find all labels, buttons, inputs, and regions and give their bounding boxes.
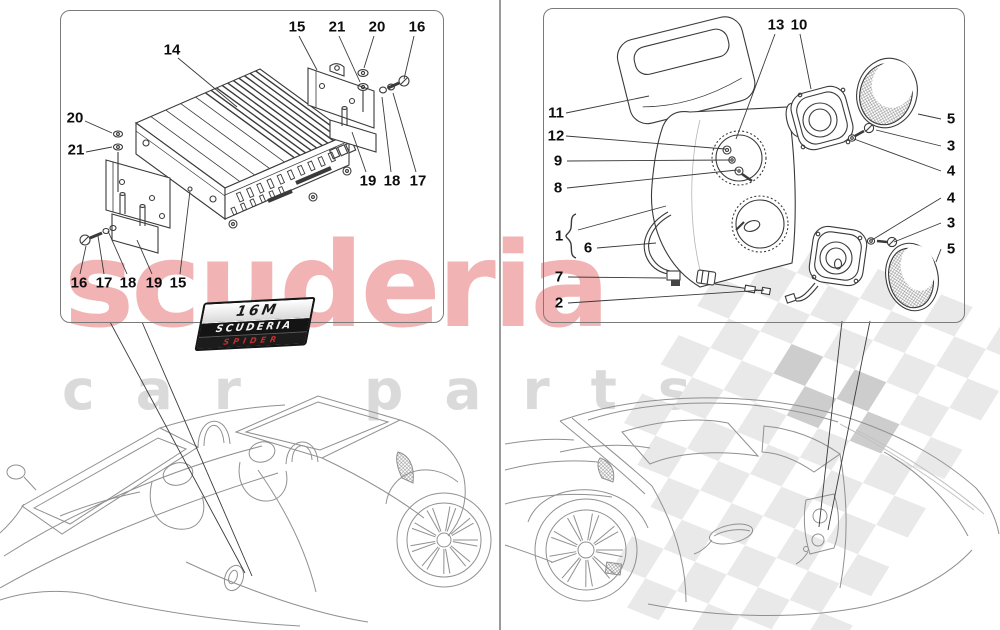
callout-label-4: 4 bbox=[946, 189, 956, 207]
callout-label-3: 3 bbox=[946, 214, 956, 232]
callout-label-18: 18 bbox=[119, 274, 137, 292]
callout-label-19: 19 bbox=[145, 274, 163, 292]
upper-speaker-grille bbox=[856, 57, 918, 129]
callout-1-brace bbox=[565, 213, 577, 259]
callout-label-4: 4 bbox=[946, 162, 956, 180]
callout-label-13: 13 bbox=[767, 16, 785, 34]
callout-label-7: 7 bbox=[554, 268, 564, 286]
panel-divider-line bbox=[499, 0, 501, 630]
car-line-art bbox=[0, 320, 1000, 627]
amplifier-diagram-panel bbox=[60, 10, 444, 323]
callout-label-3: 3 bbox=[946, 137, 956, 155]
lower-speaker-grille bbox=[885, 242, 939, 312]
callout-label-16: 16 bbox=[408, 18, 426, 36]
scuderia-spider-badge: 16M SCUDERIA SPIDER bbox=[194, 296, 316, 352]
upper-speaker bbox=[785, 85, 854, 151]
callout-label-10: 10 bbox=[790, 16, 808, 34]
speaker-leader-lines bbox=[565, 33, 942, 304]
amp-left-bracket bbox=[79, 130, 171, 254]
callout-label-5: 5 bbox=[946, 240, 956, 258]
amp-vent-slots bbox=[230, 151, 337, 216]
callout-label-8: 8 bbox=[553, 179, 563, 197]
callout-label-15: 15 bbox=[288, 18, 306, 36]
callout-label-16: 16 bbox=[70, 274, 88, 292]
speaker-diagram-panel bbox=[543, 8, 965, 323]
callout-label-17: 17 bbox=[409, 172, 427, 190]
callout-label-14: 14 bbox=[163, 41, 181, 59]
amp-front-face bbox=[224, 133, 350, 220]
callout-label-21: 21 bbox=[67, 141, 85, 159]
location-leader-lines bbox=[109, 320, 871, 577]
lower-speaker bbox=[784, 225, 868, 304]
callout-label-15: 15 bbox=[169, 274, 187, 292]
callout-label-5: 5 bbox=[946, 110, 956, 128]
wheel-drawings bbox=[396, 492, 638, 602]
callout-label-19: 19 bbox=[359, 172, 377, 190]
callout-label-9: 9 bbox=[553, 152, 563, 170]
callout-label-6: 6 bbox=[583, 239, 593, 257]
callout-label-17: 17 bbox=[95, 274, 113, 292]
callout-label-21: 21 bbox=[328, 18, 346, 36]
screw-16-left bbox=[79, 234, 91, 246]
speaker-mount-panel bbox=[650, 106, 796, 288]
speaker-system-drawing bbox=[565, 16, 942, 312]
screw-16-right bbox=[398, 75, 410, 87]
callout-label-2: 2 bbox=[554, 294, 564, 312]
coupe-car-drawing bbox=[504, 397, 1000, 617]
callout-label-18: 18 bbox=[383, 172, 401, 190]
amplifier-drawing bbox=[79, 35, 417, 275]
callout-label-1: 1 bbox=[554, 227, 564, 245]
callout-label-20: 20 bbox=[368, 18, 386, 36]
spider-car-drawing bbox=[0, 395, 466, 627]
callout-label-20: 20 bbox=[66, 109, 84, 127]
callout-label-12: 12 bbox=[547, 127, 565, 145]
callout-label-11: 11 bbox=[548, 104, 564, 122]
amp-leader-lines bbox=[79, 35, 417, 275]
tagline-watermark: car parts bbox=[62, 358, 732, 422]
